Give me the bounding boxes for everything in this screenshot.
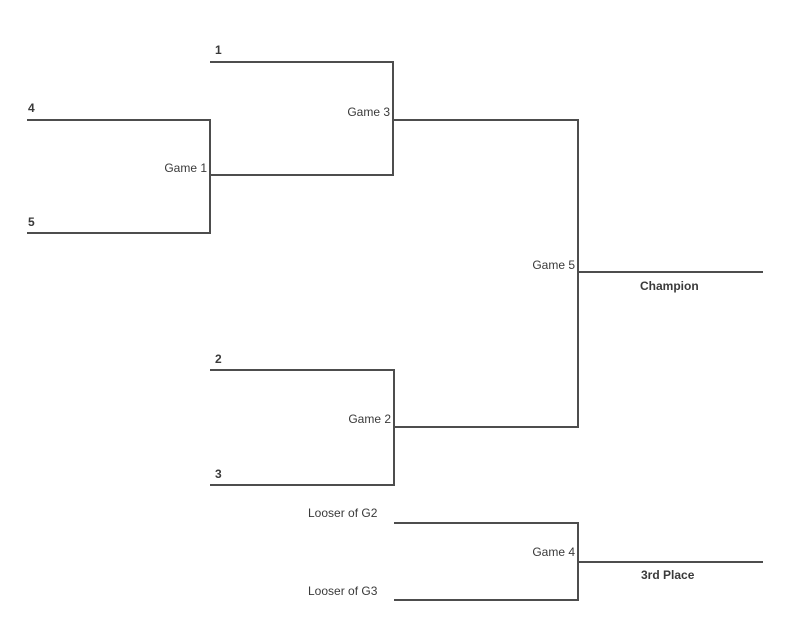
game-3-bracket-vertical [392, 61, 394, 176]
seed-5-line [27, 232, 211, 234]
game-5-bracket-vertical [577, 119, 579, 428]
champion-line [577, 271, 763, 273]
loser-of-g3-label: Looser of G3 [308, 584, 378, 598]
seed-1-line [210, 61, 394, 63]
game-5-label: Game 5 [532, 258, 575, 272]
seed-3-line [210, 484, 395, 486]
game-1-winner-line [209, 174, 394, 176]
seed-5-label: 5 [28, 215, 35, 229]
seed-2-line [210, 369, 395, 371]
game-2-label: Game 2 [348, 412, 391, 426]
seed-3-label: 3 [215, 467, 222, 481]
seed-4-line [27, 119, 211, 121]
champion-label: Champion [640, 279, 699, 293]
game-1-bracket-vertical [209, 119, 211, 234]
loser-g3-line [394, 599, 578, 601]
loser-of-g2-label: Looser of G2 [308, 506, 378, 520]
seed-2-label: 2 [215, 352, 222, 366]
game-4-label: Game 4 [532, 545, 575, 559]
game-3-label: Game 3 [347, 105, 390, 119]
seed-1-label: 1 [215, 43, 222, 57]
third-place-line [577, 561, 763, 563]
game-3-winner-line [392, 119, 578, 121]
third-place-label: 3rd Place [641, 568, 695, 582]
seed-4-label: 4 [28, 101, 35, 115]
game-1-label: Game 1 [164, 161, 207, 175]
loser-g2-line [394, 522, 578, 524]
game-2-winner-line [393, 426, 578, 428]
